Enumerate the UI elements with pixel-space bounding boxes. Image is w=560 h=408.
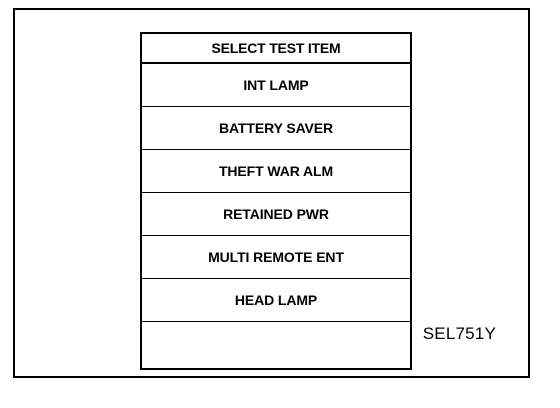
test-item-retained-pwr[interactable]: RETAINED PWR <box>142 193 410 236</box>
test-item-theft-war-alm[interactable]: THEFT WAR ALM <box>142 150 410 193</box>
test-item-battery-saver[interactable]: BATTERY SAVER <box>142 107 410 150</box>
panel-title: SELECT TEST ITEM <box>142 34 410 64</box>
test-item-head-lamp[interactable]: HEAD LAMP <box>142 279 410 322</box>
test-item-multi-remote-ent[interactable]: MULTI REMOTE ENT <box>142 236 410 279</box>
test-item-empty <box>142 322 410 365</box>
select-test-item-panel: SELECT TEST ITEM INT LAMP BATTERY SAVER … <box>140 32 412 370</box>
figure-frame: SELECT TEST ITEM INT LAMP BATTERY SAVER … <box>13 8 530 378</box>
test-item-int-lamp[interactable]: INT LAMP <box>142 64 410 107</box>
figure-code: SEL751Y <box>422 324 496 343</box>
